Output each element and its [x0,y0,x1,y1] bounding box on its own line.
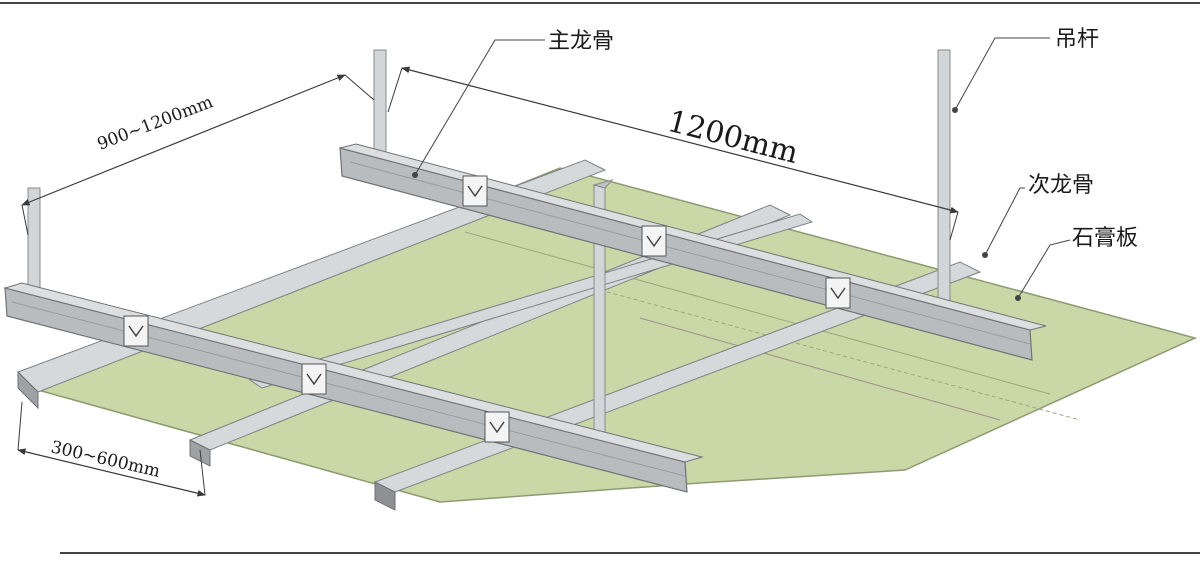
label-main-keel: 主龙骨 [412,29,614,178]
connector-clip [641,225,667,257]
label-hanger-rod: 吊杆 [952,27,1099,113]
label-hanger-rod-text: 吊杆 [1055,27,1099,52]
hanger-rod-back-left [373,49,387,153]
label-main-keel-text: 主龙骨 [548,29,614,54]
label-sub-keel: 次龙骨 [982,173,1094,258]
board-seam [599,289,1081,421]
label-sub-keel-text: 次龙骨 [1028,173,1094,198]
connector-clip [123,315,149,347]
connector-clip [825,277,851,309]
board-seam [464,231,1051,395]
connector-clip [301,363,327,395]
connector-clip [484,411,510,443]
dimension-hanger-spacing: 900~1200mm [21,74,375,236]
dimension-hanger-spacing-text: 900~1200mm [95,92,216,154]
dimension-main-keel-span-text: 1200mm [664,104,802,171]
board-seam [639,317,1001,421]
hanger-rod-left [27,187,41,289]
connector-clip [462,175,488,207]
label-gypsum-board-text: 石膏板 [1072,226,1138,251]
label-gypsum-board: 石膏板 [1015,226,1138,301]
hanger-rod-right [937,49,951,305]
dimension-sub-keel-spacing-text: 300~600mm [49,437,162,482]
